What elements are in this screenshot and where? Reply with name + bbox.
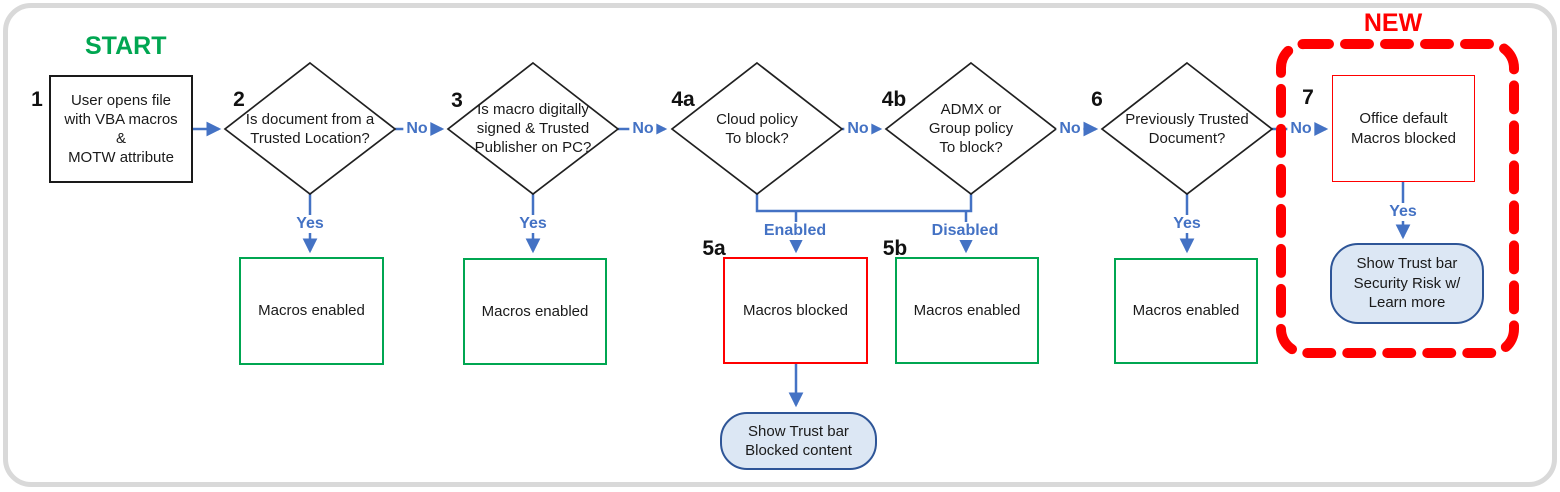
decision-6-text: Previously Trusted Document? [1125, 110, 1249, 147]
edge-label-disabled: Disabled [928, 222, 1002, 240]
edge-label-yes-3: Yes [516, 215, 550, 233]
start-label: START [85, 32, 167, 60]
decision-3-text: Is macro digitally signed & Trusted Publ… [474, 101, 592, 157]
callout-blocked-content: Show Trust bar Blocked content [720, 412, 877, 470]
outcome-macros-enabled-3: Macros enabled [463, 258, 607, 365]
edge-policy-bus [755, 194, 973, 213]
node-5b-macros-enabled: Macros enabled [895, 257, 1039, 364]
decision-3-shape [446, 61, 620, 196]
new-highlight-outline [1276, 39, 1519, 358]
step-number-5b: 5b [882, 237, 908, 260]
edge-label-yes-7: Yes [1386, 203, 1420, 221]
step-number-4b: 4b [881, 88, 907, 111]
canvas-frame [3, 3, 1557, 487]
edge-label-no-4b: No [1056, 120, 1084, 138]
node-7-office-default-blocked: Office default Macros blocked [1332, 75, 1475, 182]
edge-label-no-4a: No [844, 120, 872, 138]
edge-label-no-6: No [1287, 120, 1315, 138]
step-number-6: 6 [1091, 88, 1103, 111]
step-number-2: 2 [233, 88, 245, 111]
decision-6-shape [1100, 61, 1274, 196]
step-number-1: 1 [31, 88, 43, 111]
decision-4b-text: ADMX or Group policy To block? [928, 101, 1014, 157]
node-1-user-opens-file: User opens file with VBA macros & MOTW a… [49, 75, 193, 183]
step-number-3: 3 [451, 89, 463, 112]
decision-2-text: Is document from a Trusted Location? [245, 110, 375, 147]
new-label: NEW [1363, 9, 1423, 37]
edge-label-no-3: No [629, 120, 657, 138]
edge-label-yes-6: Yes [1170, 215, 1204, 233]
decision-4a-text: Cloud policy To block? [716, 110, 798, 147]
decision-4a-shape [670, 61, 844, 196]
edge-label-enabled: Enabled [760, 222, 830, 240]
outcome-macros-enabled-6: Macros enabled [1114, 258, 1258, 364]
callout-security-risk: Show Trust bar Security Risk w/ Learn mo… [1330, 243, 1484, 324]
edge-label-no-2: No [403, 120, 431, 138]
step-number-5a: 5a [702, 237, 726, 260]
step-number-7: 7 [1302, 86, 1314, 109]
step-number-4a: 4a [671, 88, 695, 111]
outcome-macros-enabled-2: Macros enabled [239, 257, 384, 365]
decision-2-shape [223, 61, 397, 196]
edge-label-yes-2: Yes [293, 215, 327, 233]
decision-4b-shape [884, 61, 1058, 196]
node-5a-macros-blocked: Macros blocked [723, 257, 868, 364]
